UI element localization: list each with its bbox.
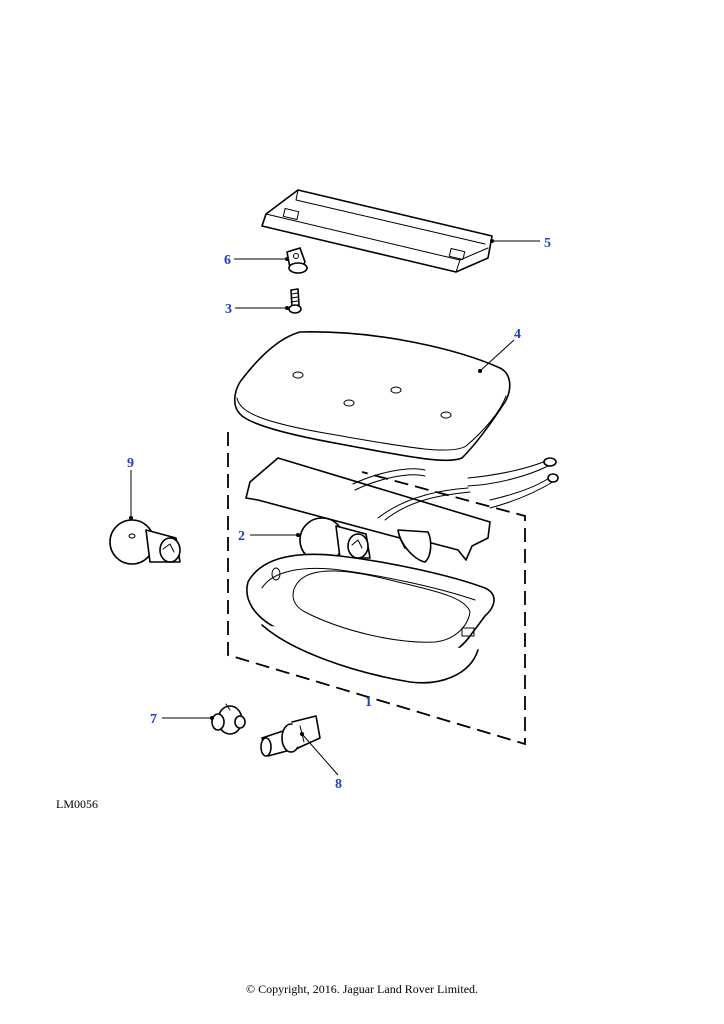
assembly-1-lamp-housing — [246, 553, 495, 684]
callout-1[interactable]: 1 — [365, 695, 372, 710]
copyright-notice: © Copyright, 2016. Jaguar Land Rover Lim… — [245, 982, 479, 996]
part-4-lamp-cover — [233, 331, 511, 462]
callout-6[interactable]: 6 — [224, 253, 231, 268]
part-2-bulb — [299, 517, 371, 563]
part-7-lamp-holder — [211, 703, 246, 735]
assembly-1-reflector-and-wiring — [245, 457, 559, 563]
diagram-reference-code: LM0056 — [56, 797, 98, 811]
part-5-mounting-bracket — [261, 189, 493, 273]
callout-8[interactable]: 8 — [335, 777, 342, 792]
callout-3[interactable]: 3 — [225, 302, 232, 317]
assembly-1-boundary — [227, 432, 526, 746]
callout-9[interactable]: 9 — [127, 456, 134, 471]
part-8-bulb-holder — [260, 715, 321, 757]
part-3-screw — [288, 288, 302, 314]
leader-lines — [129, 239, 540, 776]
part-9-bulb — [109, 519, 181, 565]
part-6-clip — [286, 247, 308, 274]
callout-7[interactable]: 7 — [150, 712, 157, 727]
callout-2[interactable]: 2 — [238, 529, 245, 544]
callout-5[interactable]: 5 — [544, 236, 551, 251]
callout-4[interactable]: 4 — [514, 327, 521, 342]
